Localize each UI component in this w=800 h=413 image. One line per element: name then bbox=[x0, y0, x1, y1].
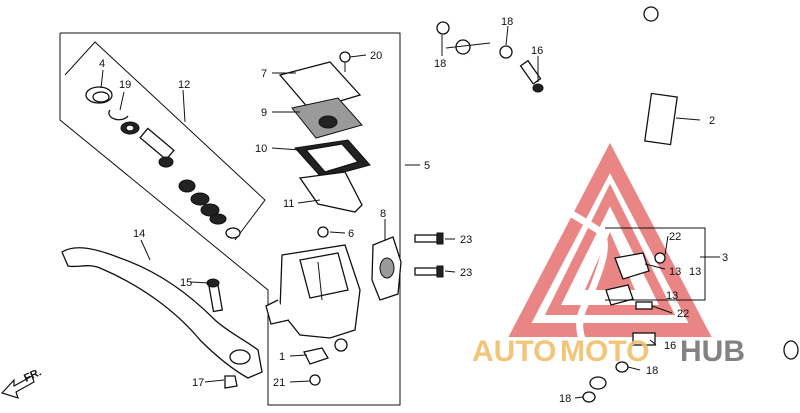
watermark-auto: AUTO bbox=[472, 335, 556, 368]
callout-20: 20 bbox=[370, 50, 382, 62]
callout-labels: 4 19 12 7 20 9 10 5 11 8 6 23 23 14 15 1… bbox=[99, 16, 728, 405]
callout-13-mid: 13 bbox=[669, 266, 681, 278]
callout-12: 12 bbox=[178, 79, 190, 91]
callout-21: 21 bbox=[273, 377, 285, 389]
banjo-bolts-and-washers bbox=[436, 21, 656, 403]
leader-lines bbox=[100, 25, 720, 399]
reservoir-cap-stack bbox=[278, 51, 371, 213]
callout-4: 4 bbox=[99, 58, 105, 70]
callout-2: 2 bbox=[709, 115, 715, 127]
callout-15: 15 bbox=[180, 277, 192, 289]
callout-5: 5 bbox=[424, 160, 430, 172]
callout-1: 1 bbox=[279, 351, 285, 363]
callout-22-upper: 22 bbox=[669, 231, 681, 243]
callout-22-lower: 22 bbox=[677, 308, 689, 320]
watermark-hub: HUB bbox=[680, 335, 745, 368]
callout-19: 19 bbox=[119, 79, 131, 91]
piston-kit-box bbox=[64, 41, 266, 241]
brake-lever bbox=[61, 247, 263, 389]
callout-17: 17 bbox=[192, 377, 204, 389]
master-cylinder-box bbox=[59, 32, 401, 406]
watermark-logo bbox=[508, 142, 712, 337]
callout-8: 8 bbox=[380, 208, 386, 220]
callout-11: 11 bbox=[283, 198, 294, 210]
callout-16-lower: 16 bbox=[664, 340, 676, 352]
master-cylinder-body bbox=[265, 226, 361, 352]
bolts-23 bbox=[414, 232, 444, 278]
lower-brake-hose bbox=[643, 6, 799, 360]
callout-18-bottom: 18 bbox=[559, 393, 571, 405]
front-direction-arrow: FR. bbox=[0, 366, 43, 399]
callout-18-lower-right: 18 bbox=[646, 365, 658, 377]
callout-9: 9 bbox=[261, 107, 267, 119]
callout-16-top: 16 bbox=[531, 45, 543, 57]
callout-10: 10 bbox=[255, 143, 267, 155]
callout-23-lower: 23 bbox=[460, 267, 472, 279]
callout-23-upper: 23 bbox=[460, 234, 472, 246]
handlebar-clamp bbox=[371, 236, 402, 301]
piston-kit bbox=[85, 86, 241, 239]
callout-13-right: 13 bbox=[689, 266, 701, 278]
watermark-moto: MOTO bbox=[560, 335, 649, 368]
callout-18-top: 18 bbox=[501, 16, 513, 28]
callout-18-top-left: 18 bbox=[434, 58, 446, 70]
watermark-text: AUTO MOTO HUB bbox=[472, 335, 745, 368]
callout-13-lower: 13 bbox=[666, 290, 678, 302]
front-arrow-label: FR. bbox=[22, 366, 43, 384]
upper-brake-hose bbox=[455, 39, 608, 390]
callout-3: 3 bbox=[722, 252, 728, 264]
callout-14: 14 bbox=[133, 228, 145, 240]
callout-6: 6 bbox=[348, 228, 354, 240]
switch-assembly bbox=[303, 347, 329, 386]
callout-7: 7 bbox=[261, 68, 267, 80]
